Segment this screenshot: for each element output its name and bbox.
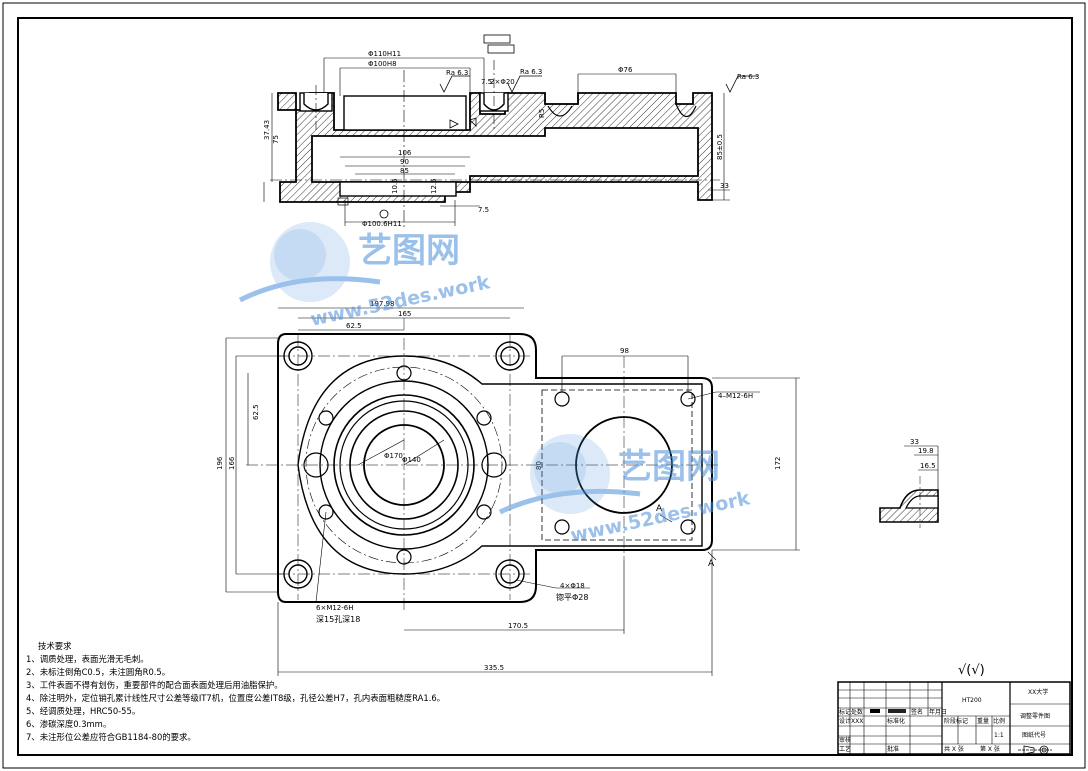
section-mark-a1: A — [656, 504, 663, 514]
tb-drawno: 图纸代号 — [1022, 731, 1046, 739]
thread-depth-note: 深15孔深18 — [316, 615, 360, 624]
roughness-label-2: Ra 6.3 — [520, 68, 542, 76]
dim-bore-170: Φ170 — [384, 452, 403, 460]
detail-dim-3: 16.5 — [920, 462, 936, 470]
watermark-1: 艺图网 www.52des.work — [238, 222, 492, 331]
tb-material: HT200 — [962, 697, 982, 704]
dim-plan-3: 62.5 — [346, 322, 362, 330]
dim-rim: 33 — [720, 182, 729, 190]
dim-plan-8: 62.5 — [252, 404, 260, 420]
dim-height-2: 75 — [272, 135, 280, 144]
dim-pocket-dia: Φ76 — [618, 66, 633, 74]
tb-designer-name: XXX — [851, 718, 863, 725]
dim-width-1: 106 — [398, 149, 412, 157]
dim-plan-11: 80 — [535, 461, 543, 470]
roughness-label-3: Ra 6.3 — [737, 73, 759, 81]
tb-std: 标准化 — [887, 717, 905, 725]
tb-approve: 批准 — [887, 745, 899, 753]
detail-section — [879, 445, 939, 528]
tech-item-1: 1、调质处理，表面光滑无毛刺。 — [26, 654, 149, 664]
tb-scale-label: 比例 — [993, 717, 1005, 725]
surface-roughness-note: √(√) — [958, 663, 985, 678]
technical-requirements: 技术要求 1、调质处理，表面光滑无毛刺。 2、未标注倒角C0.5，未注圆角R0.… — [26, 640, 586, 744]
dim-step-2: 12.5 — [430, 178, 438, 194]
dim-chamfer: 7.5 — [481, 78, 492, 86]
dim-plan-4: 98 — [620, 347, 629, 355]
dim-bore-inner: Φ100H8 — [368, 60, 397, 68]
spotface-note: 锪平Φ28 — [556, 592, 588, 602]
tb-review: 审核 — [839, 736, 851, 744]
tech-item-6: 6、渗碳深度0.3mm。 — [26, 719, 112, 729]
section-mark-a2: A — [708, 559, 715, 569]
tb-stage: 阶段标记 — [944, 717, 968, 725]
tech-title: 技术要求 — [38, 641, 72, 651]
tech-item-4: 4、除注明外，定位销孔累计线性尺寸公差等级IT7机，位置度公差IT8级，孔径公差… — [26, 693, 446, 703]
dim-plan-17: 170.5 — [508, 622, 528, 630]
dim-depth: 85±0.5 — [716, 134, 724, 160]
dim-plan-12: 172 — [774, 457, 782, 470]
dim-plan-6: 196 — [216, 456, 224, 470]
tech-item-3: 3、工件表面不得有划伤，重要部件的配合面表面处理后用油脂保护。 — [26, 680, 283, 690]
plan-view — [225, 307, 800, 676]
detail-dim-1: 33 — [910, 438, 919, 446]
dim-height-1: 37.43 — [263, 120, 271, 140]
watermark-brand-1: 艺图网 — [358, 231, 460, 271]
watermark-brand-2: 艺图网 — [618, 447, 720, 487]
dim-holes: 2×Φ20 — [490, 78, 515, 86]
title-block — [837, 681, 1071, 755]
tb-craft: 工艺 — [839, 745, 851, 753]
tb-scale: 1:1 — [994, 732, 1004, 739]
dim-step-1: 10.5 — [391, 178, 399, 194]
detail-dim-2: 19.8 — [918, 447, 934, 455]
tech-item-7: 7、未注形位公差应符合GB1184-80的要求。 — [26, 732, 196, 742]
dim-plan-18: 335.5 — [484, 664, 504, 672]
tb-designer: 设计 — [839, 717, 851, 725]
thread-label-right: 4–M12-6H — [718, 392, 753, 400]
dim-bottom-bore: Φ100.6H11 — [362, 220, 402, 228]
thread-label-left: 6×M12-6H — [316, 604, 354, 612]
tb-date: 年月日 — [929, 708, 947, 716]
inner-frame — [17, 17, 1073, 756]
dim-width-2: 90 — [400, 158, 409, 166]
tb-count: 处数 — [851, 708, 863, 716]
dim-plan-2: 165 — [398, 310, 411, 318]
roughness-label-1: Ra 6.3 — [446, 69, 468, 77]
tb-sign: 签名 — [911, 708, 923, 716]
dim-radius: R5 — [538, 109, 546, 118]
dim-plan-7: 166 — [228, 456, 236, 470]
tb-sheetno: 第 X 张 — [980, 745, 1000, 753]
tech-item-5: 5、经调质处理，HRC50-55。 — [26, 706, 141, 716]
watermark-2: 艺图网 www.52des.work — [498, 434, 752, 547]
dim-bottom-chamfer: 7.5 — [478, 206, 489, 214]
hole-label: 4×Φ18 — [560, 582, 585, 590]
tb-part: 调整零件图 — [1020, 712, 1050, 720]
dim-width-3: 85 — [400, 167, 409, 175]
tb-weight: 重量 — [977, 717, 989, 725]
dim-bore-outer: Φ110H11 — [368, 50, 401, 58]
tb-school: XX大学 — [1028, 688, 1048, 696]
tb-sheets: 共 X 张 — [944, 745, 964, 753]
tech-item-2: 2、未标注倒角C0.5，未注圆角R0.5。 — [26, 667, 171, 677]
section-view — [263, 34, 758, 230]
dim-bore-140: Φ140 — [402, 456, 421, 464]
tb-mark: 标记 — [839, 708, 851, 716]
dim-plan-1: 197.98 — [370, 300, 395, 308]
